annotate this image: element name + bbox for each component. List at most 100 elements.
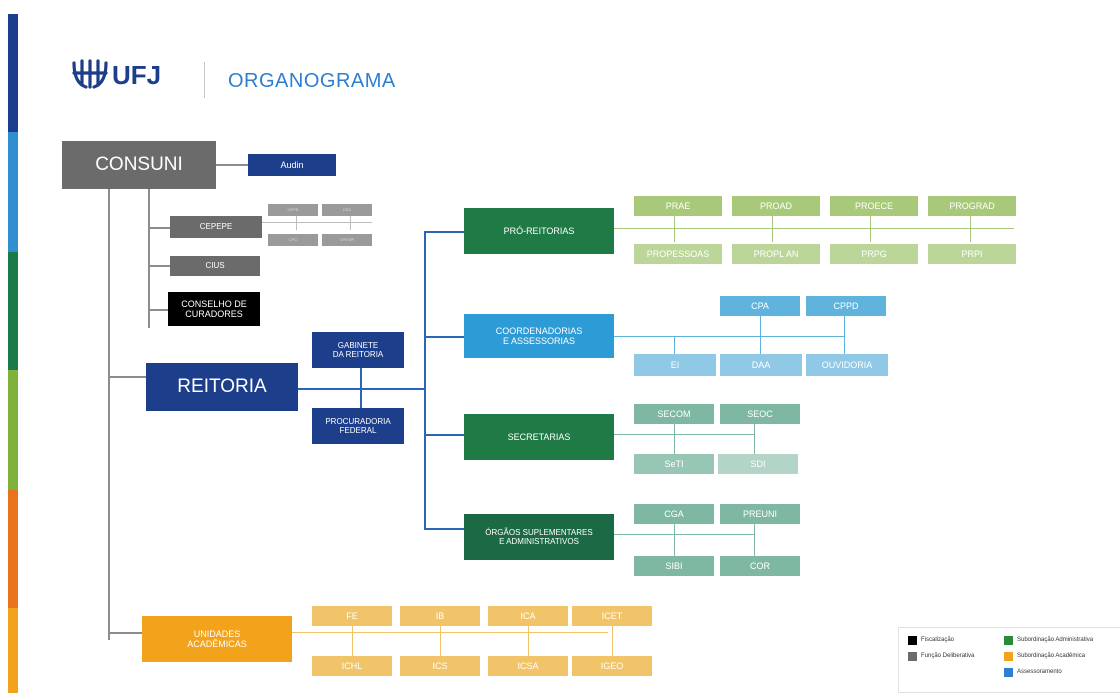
orgaos-box: ÓRGÃOS SUPLEMENTARES E ADMINISTRATIVOS	[464, 514, 614, 560]
connector-line	[148, 227, 172, 229]
connector-line	[424, 231, 426, 528]
connector-line	[296, 214, 297, 230]
pro-reitoria-top-box: PROAD	[732, 196, 820, 216]
unidade-bottom-box: ICSA	[488, 656, 568, 676]
connector-line	[424, 336, 464, 338]
cepepe-sub-box: CEU	[322, 204, 372, 216]
connector-line	[614, 228, 1014, 229]
daa-box: DAA	[720, 354, 802, 376]
connector-line	[754, 524, 755, 556]
seti-box: SeTI	[634, 454, 714, 474]
connector-line	[614, 434, 754, 435]
connector-line	[870, 216, 871, 242]
connector-line	[754, 424, 755, 454]
unidades-academicas-box: UNIDADES ACADÊMICAS	[142, 616, 292, 662]
connector-line	[970, 216, 971, 242]
cepepe-sub-box: CPESPI	[322, 234, 372, 246]
side-stripe-segment	[8, 14, 18, 132]
legend-swatch	[908, 652, 917, 661]
secom-box: SECOM	[634, 404, 714, 424]
seoc-box: SEOC	[720, 404, 800, 424]
pro-reitoria-top-box: PROECE	[830, 196, 918, 216]
connector-line	[528, 626, 529, 656]
side-stripe-segment	[8, 370, 18, 490]
pro-reitoria-bottom-box: PROPL AN	[732, 244, 820, 264]
connector-line	[424, 528, 464, 530]
connector-line	[674, 524, 675, 556]
logo-text: UFJ	[112, 60, 162, 90]
connector-line	[350, 214, 351, 230]
preuni-box: PREUNI	[720, 504, 800, 524]
audin-box: Audin	[248, 154, 336, 176]
legend-swatch	[1004, 668, 1013, 677]
connector-line	[148, 265, 172, 267]
legend-label: Fiscalização	[921, 637, 955, 643]
connector-line	[352, 626, 353, 656]
connector-line	[108, 632, 144, 634]
sdi-box: SDI	[718, 454, 798, 474]
connector-line	[612, 626, 613, 656]
ufj-logo-icon	[72, 59, 108, 89]
cepepe-box: CEPEPE	[170, 216, 262, 238]
unidade-top-box: FE	[312, 606, 392, 626]
legend-swatch	[1004, 636, 1013, 645]
connector-line	[614, 336, 844, 337]
unidade-top-box: IB	[400, 606, 480, 626]
ei-box: EI	[634, 354, 716, 376]
legend-swatch	[908, 636, 917, 645]
connector-line	[360, 352, 362, 408]
pro-reitoria-bottom-box: PROPESSOAS	[634, 244, 722, 264]
reitoria-box: REITORIA	[146, 363, 298, 411]
unidade-bottom-box: ICHL	[312, 656, 392, 676]
sibi-box: SIBI	[634, 556, 714, 576]
page-title: ORGANOGRAMA	[228, 70, 396, 92]
connector-line	[440, 626, 441, 656]
connector-line	[424, 434, 464, 436]
unidade-top-box: ICA	[488, 606, 568, 626]
secretarias-box: SECRETARIAS	[464, 414, 614, 460]
connector-line	[262, 222, 372, 223]
unidade-bottom-box: ICS	[400, 656, 480, 676]
legend-label: Assessoramento	[1017, 669, 1062, 675]
connector-line	[844, 316, 845, 354]
ouvidoria-box: OUVIDORIA	[806, 354, 888, 376]
connector-line	[772, 216, 773, 242]
cor-box: COR	[720, 556, 800, 576]
header-divider	[204, 62, 205, 98]
connector-line	[674, 336, 675, 354]
connector-line	[148, 188, 150, 328]
cepepe-sub-box: CPC	[268, 234, 318, 246]
coordenadorias-box: COORDENADORIAS E ASSESSORIAS	[464, 314, 614, 358]
conselho-curadores-box: CONSELHO DE CURADORES	[168, 292, 260, 326]
cpa-box: CPA	[720, 296, 800, 316]
side-stripe-segment	[8, 132, 18, 252]
unidade-bottom-box: IGEO	[572, 656, 652, 676]
connector-line	[760, 316, 761, 354]
pro-reitoria-bottom-box: PRPG	[830, 244, 918, 264]
connector-line	[424, 231, 464, 233]
cga-box: CGA	[634, 504, 714, 524]
connector-line	[614, 534, 754, 535]
cppd-box: CPPD	[806, 296, 886, 316]
connector-line	[674, 216, 675, 242]
side-stripe-segment	[8, 490, 18, 608]
connector-line	[216, 164, 248, 166]
procuradoria-box: PROCURADORIA FEDERAL	[312, 408, 404, 444]
pro-reitoria-bottom-box: PRPI	[928, 244, 1016, 264]
connector-line	[108, 188, 110, 640]
connector-line	[292, 632, 608, 633]
legend-label: Subordinação Administrativa	[1017, 637, 1094, 643]
connector-line	[148, 309, 168, 311]
cepepe-sub-box: CEPE	[268, 204, 318, 216]
pro-reitorias-box: PRÓ-REITORIAS	[464, 208, 614, 254]
pro-reitoria-top-box: PRAE	[634, 196, 722, 216]
legend-label: Função Deliberativa	[921, 653, 975, 659]
legend-label: Subordinação Acadêmica	[1017, 653, 1086, 659]
unidade-top-box: ICET	[572, 606, 652, 626]
gabinete-box: GABINETE DA REITORIA	[312, 332, 404, 368]
side-stripe-segment	[8, 252, 18, 370]
connector-line	[674, 424, 675, 454]
side-stripe-segment	[8, 608, 18, 693]
cius-box: CIUS	[170, 256, 260, 276]
